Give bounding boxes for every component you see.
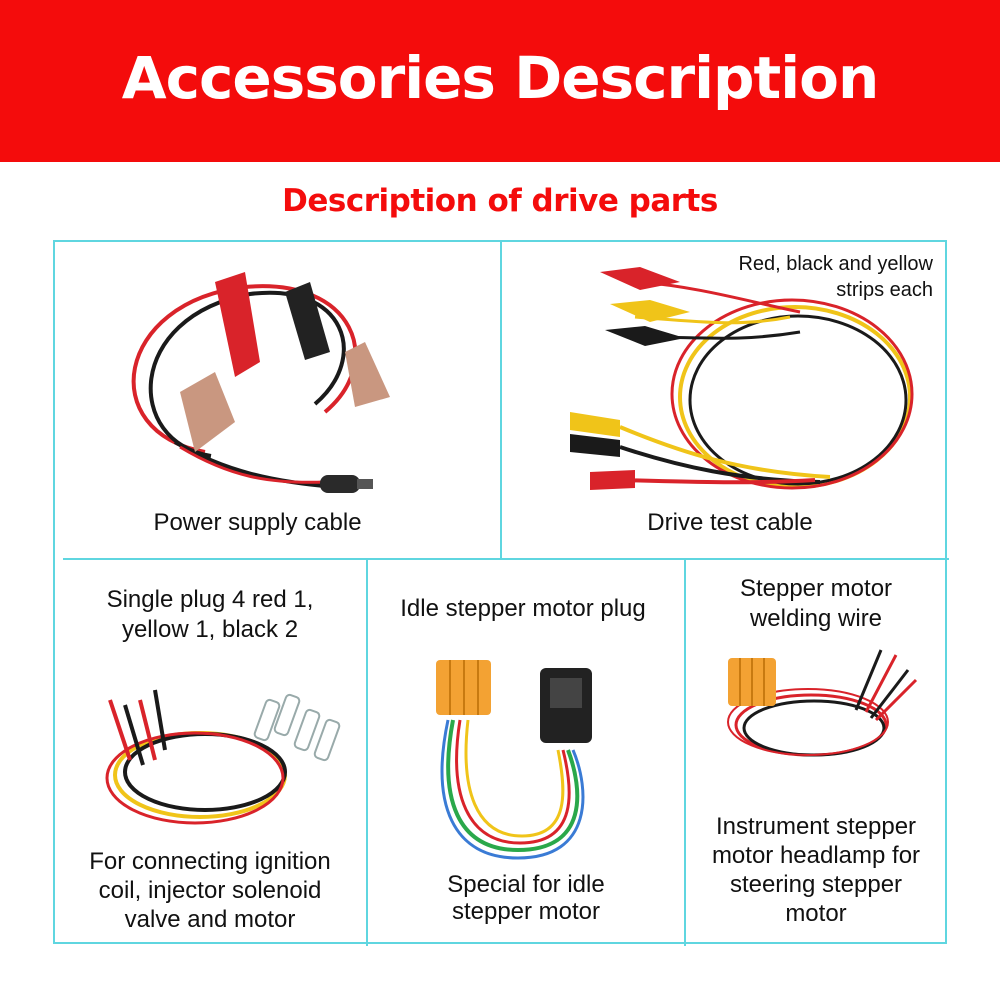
caption-stepper-welding-line2: motor headlamp for xyxy=(711,842,921,869)
note-drive-test-cable-line1: Red, black and yellow xyxy=(738,253,933,275)
accessory-single-plug-wires: Single plug 4 red 1, yellow 1, black 2 F… xyxy=(55,560,365,942)
caption-idle-stepper-line1: Special for idle xyxy=(447,871,605,898)
header-banner: Accessories Description xyxy=(0,0,1000,162)
caption-single-plug-line1: For connecting ignition xyxy=(89,848,331,875)
title-stepper-welding-line1: Stepper motor xyxy=(739,575,893,602)
accessories-grid xyxy=(53,240,949,946)
caption-single-plug-line2: coil, injector solenoid xyxy=(98,877,322,904)
page-title: Accessories Description xyxy=(121,44,880,112)
accessory-idle-stepper-motor-plug: Idle stepper motor plug Special for idle… xyxy=(368,560,684,942)
caption-single-plug-line3: valve and motor xyxy=(124,906,296,933)
idle-stepper-motor-plug-image xyxy=(436,660,592,860)
note-drive-test-cable-line2: strips each xyxy=(836,279,933,301)
title-stepper-welding-line2: welding wire xyxy=(749,605,883,632)
caption-stepper-welding-line3: steering stepper xyxy=(729,871,903,898)
accessory-power-supply-cable: Power supply cable xyxy=(55,242,498,556)
stepper-motor-welding-wire-image xyxy=(727,649,918,757)
caption-power-supply-cable: Power supply cable xyxy=(153,509,362,536)
grid-divider-bottom-right xyxy=(684,560,686,946)
accessory-stepper-motor-welding-wire: Stepper motor welding wire Instrument st… xyxy=(686,560,946,942)
caption-stepper-welding-line1: Instrument stepper xyxy=(715,813,917,840)
grid-divider-bottom-left xyxy=(366,560,368,946)
section-title: Description of drive parts xyxy=(282,183,718,219)
title-single-plug-line2: yellow 1, black 2 xyxy=(121,616,299,643)
accessory-drive-test-cable: Red, black and yellow strips each Drive … xyxy=(500,242,945,556)
title-idle-stepper-motor-plug: Idle stepper motor plug xyxy=(400,595,646,622)
caption-stepper-welding-line4: motor xyxy=(785,900,847,927)
caption-drive-test-cable: Drive test cable xyxy=(647,509,813,536)
caption-idle-stepper-line2: stepper motor xyxy=(451,898,601,925)
title-single-plug-line1: Single plug 4 red 1, xyxy=(106,586,314,613)
grid-divider-middle xyxy=(63,558,949,560)
single-plug-wires-image xyxy=(105,689,341,825)
drive-test-cable-image xyxy=(570,267,914,490)
power-supply-cable-image xyxy=(131,272,390,493)
grid-divider-top xyxy=(500,242,502,560)
